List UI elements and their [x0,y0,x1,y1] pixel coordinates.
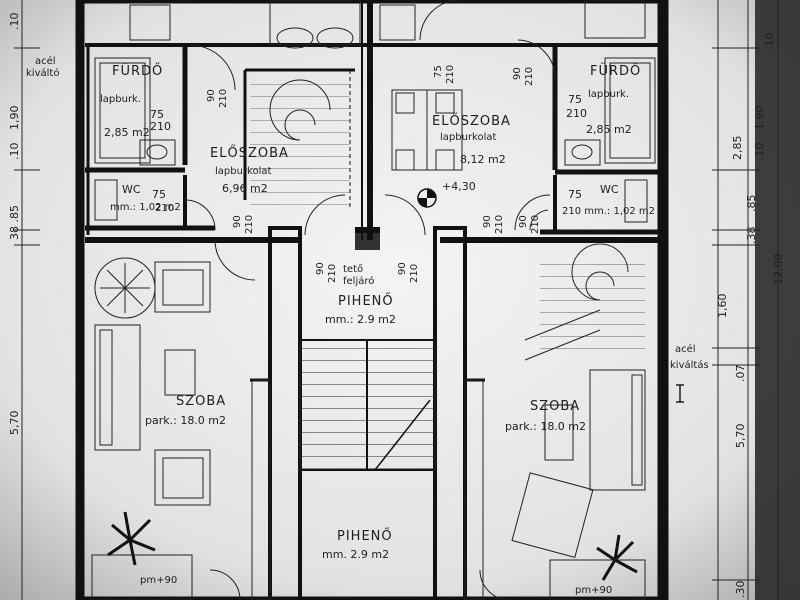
door-label-h210-d: 210 [244,215,255,234]
wc-right-area-text: 210 mm.: 1,02 m2 [562,206,655,217]
left-spiral-stair [250,70,351,210]
room-right-area: park.: 18.0 m2 [505,420,586,433]
left-dimension-text: .10 1,90 .10 38 .85 5,70 [8,13,21,436]
dim-0-10: .10 [753,143,766,161]
door-label-h210-g: 210 [494,215,505,234]
door-label-h210-h: 210 [530,215,541,234]
hall-left-area: 6,96 m2 [222,182,268,195]
dim-0-85: .85 [745,195,758,213]
level-mark: +4,30 [442,180,476,193]
door-label-w90-b: 90 [512,67,523,80]
bath-left-door-h: 210 [150,120,171,133]
bath-right-name: FÜRDŐ [590,62,641,79]
bath-left-area: 2,85 m2 [104,126,150,139]
level-marker [417,188,437,208]
ldim-3: 38 .85 [8,205,21,240]
hall-right-floor: lapburkolat [440,132,497,143]
door-label-h210-c: 210 [524,67,535,86]
right-dimension-text: .10 1,90 2,85 .10 .85 .38 12,00 1,60 .07… [716,33,785,599]
room-left-name: SZOBA [176,394,226,409]
door-label-h210-f: 210 [409,264,420,283]
door-label-w90-e: 90 [397,262,408,275]
left-dimension-lines [14,0,40,600]
wc-right-name: WC [600,183,619,196]
door-label-w90: 90 [206,89,217,102]
door-label-h210: 210 [218,89,229,108]
door-label-w90-d: 90 [315,262,326,275]
landing-upper-name: PIHENŐ [338,293,394,309]
bath-left-floor: lapburk. [100,94,141,105]
bath-left-name: FÜRDŐ [112,62,163,79]
ldim-2: .10 [8,143,21,161]
ldim-0: .10 [8,13,21,31]
dim-0-07: .07 [734,365,747,383]
wc-left-door-w: 75 [152,188,166,201]
wc-left-area-text: mm.: 1,02 m2 [110,202,181,213]
right-dimension-lines [712,0,779,600]
dim-top-small: .10 [763,33,776,51]
wc-left-name: WC [122,183,141,196]
door-label-w90-f: 90 [482,215,493,228]
central-staircase [299,339,436,471]
right-room-furniture [511,369,646,600]
door-label-h210-b: 210 [445,65,456,84]
door-label-w90-g: 90 [518,215,529,228]
ldim-1: 1,90 [8,106,21,131]
room-left-window: pm+90 [140,575,177,586]
left-room-furniture [91,257,211,600]
bath-left-door-w: 75 [150,108,164,121]
room-left-area: park.: 18.0 m2 [145,414,226,427]
door-label-group: 90 210 75 210 90 210 90 210 90 210 90 21… [206,65,541,283]
landing-lower-area: mm. 2.9 m2 [322,548,389,561]
bath-right-door-h: 210 [566,107,587,120]
left-transition-note-1: acél [35,55,56,67]
left-bath-fixtures [94,57,176,221]
dim-0-38: .38 [745,227,758,245]
hall-right-name: ELŐSZOBA [432,113,511,129]
dim-1-90: 1,90 [753,106,766,131]
bath-right-floor: lapburk. [588,89,629,100]
wc-left-door-h: 210 [155,203,174,214]
landing-lower-name: PIHENŐ [337,528,393,544]
right-transition-note-2: kiváltás [670,359,709,371]
left-transition-note-2: kiváltó [26,67,59,79]
dim-2-85: 2,85 [731,136,744,161]
door-label-w90-c: 90 [232,215,243,228]
right-transition-note-1: acél [675,343,696,355]
text-cursor-icon [676,384,684,403]
bath-right-area: 2,85 m2 [586,123,632,136]
door-swings [184,0,556,600]
hall-left-floor: lapburkolat [215,166,272,177]
door-label-w75: 75 [433,65,444,78]
landing-note-line2: feljáró [343,275,374,287]
bath-right-door-w: 75 [568,93,582,106]
wc-right-door-w: 75 [568,188,582,201]
ldim-4: 5,70 [8,411,21,436]
room-right-name: SZOBA [530,399,580,414]
hall-right-area: 8,12 m2 [460,153,506,166]
door-label-h210-e: 210 [327,264,338,283]
right-spiral-stair [524,243,645,361]
dim-bottom-small: .30 [734,581,747,599]
dim-1-60: 1,60 [716,294,729,319]
dim-5-70: 5,70 [734,424,747,449]
dining-table [391,89,463,171]
exterior-walls [75,0,669,600]
right-bath-fixtures [564,57,656,223]
landing-upper-area: mm.: 2.9 m2 [325,313,396,326]
dim-total-12: 12,00 [772,254,785,286]
hall-left-name: ELŐSZOBA [210,145,289,161]
landing-note-line1: tető [343,263,363,275]
top-fixtures [129,0,646,49]
room-right-window: pm+90 [575,585,612,596]
